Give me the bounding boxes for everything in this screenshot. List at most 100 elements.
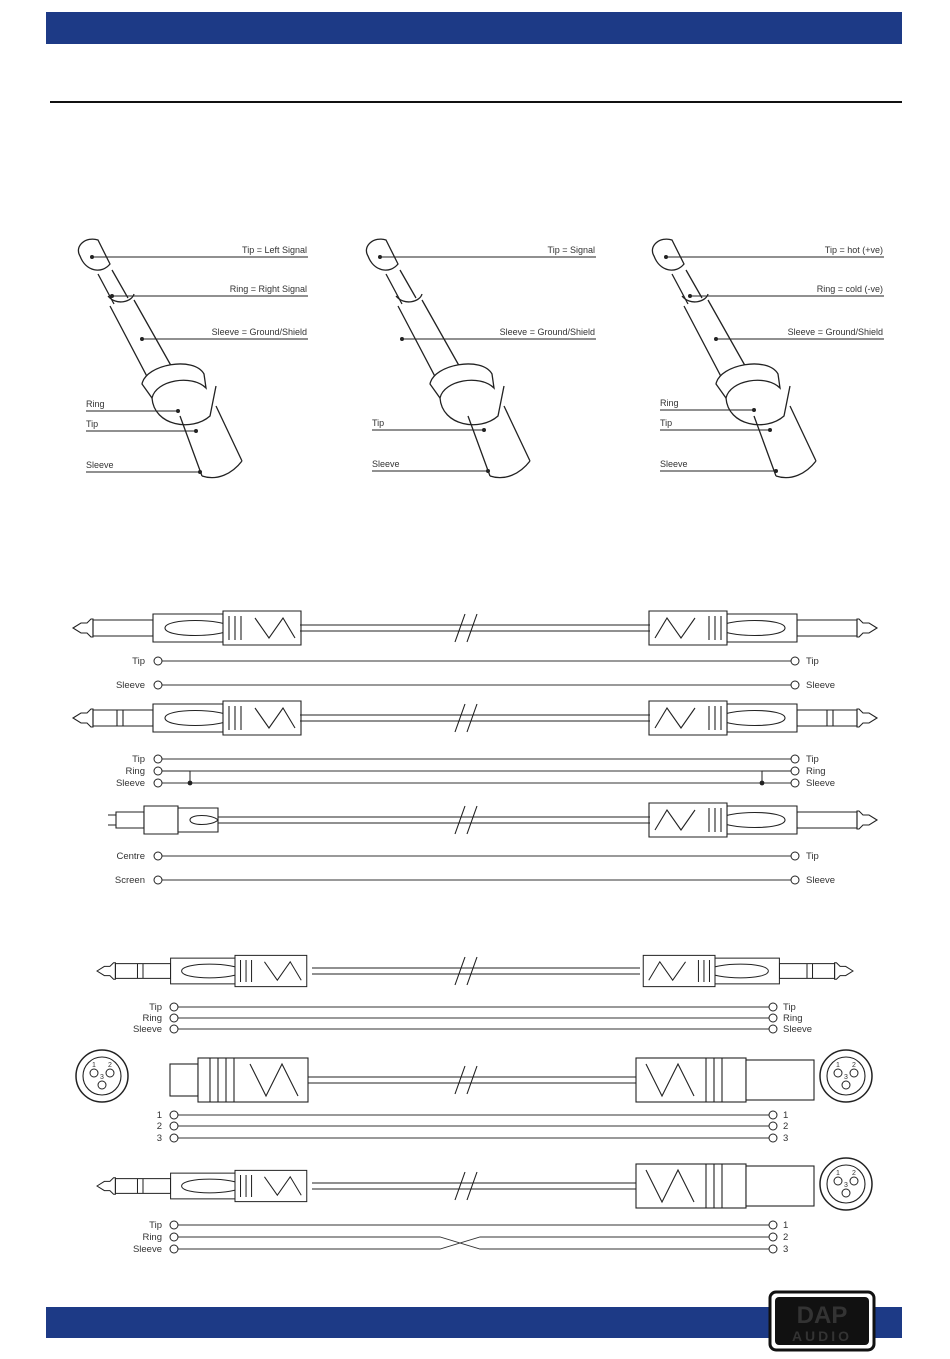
wire-label-right: Tip xyxy=(783,1002,796,1013)
wire-label-right: Tip xyxy=(806,851,819,862)
wire-terminal-left xyxy=(169,1133,179,1143)
wire-label-right: Sleeve xyxy=(806,680,835,691)
wire-label-left: Tip xyxy=(132,754,145,765)
ring-sleeve-bridge-right xyxy=(761,770,791,783)
jack-plug-right xyxy=(648,802,879,838)
jack-illustration-balanced xyxy=(651,238,817,479)
xlr-face-female-pin-1 xyxy=(89,1068,99,1078)
cable-break-mark xyxy=(454,613,478,643)
dap-audio-logo: DAP AUDIO xyxy=(768,1290,876,1352)
xlr-face-male-2-pin-3 xyxy=(841,1188,851,1198)
wire-label-right: 2 xyxy=(783,1232,788,1243)
jack3-ring-label: Ring = cold (-ve) xyxy=(817,284,883,294)
jack-plug-right xyxy=(648,610,879,646)
wire-label-left: Centre xyxy=(116,851,145,862)
wire-terminal-left xyxy=(169,1121,179,1131)
header-bar xyxy=(46,12,902,44)
wire-label-left: Sleeve xyxy=(133,1024,162,1035)
wire-label-left: Sleeve xyxy=(116,680,145,691)
wire-terminal-right xyxy=(768,1232,778,1242)
jack2-tip-label: Tip = Signal xyxy=(548,245,595,255)
wire-terminal-left xyxy=(169,1002,179,1012)
wire-terminal-right xyxy=(790,754,800,764)
wire-terminal-left xyxy=(169,1110,179,1120)
wire-terminal-left xyxy=(169,1232,179,1242)
wire-label-right: Sleeve xyxy=(783,1024,812,1035)
wire-terminal-right xyxy=(790,875,800,885)
logo-line2: AUDIO xyxy=(792,1328,852,1344)
wire-label-right: 3 xyxy=(783,1244,788,1255)
wire-label-right: Sleeve xyxy=(806,778,835,789)
bridge-dot-right xyxy=(759,780,765,786)
wire-label-right: 3 xyxy=(783,1133,788,1144)
xlr-face-male-1-pin-3 xyxy=(841,1080,851,1090)
logo-line1: DAP xyxy=(797,1302,848,1329)
jack3-bottom-ring-label: Ring xyxy=(660,398,679,408)
xlr-face-male-2-inner xyxy=(826,1164,866,1204)
wire-label-right: Tip xyxy=(806,656,819,667)
wire-terminal-left xyxy=(169,1244,179,1254)
xlr-male-connector xyxy=(635,1057,815,1103)
wire-label-right: Sleeve xyxy=(806,875,835,886)
wire-label-right: 1 xyxy=(783,1110,788,1121)
xlr-face-male-1-pin-2 xyxy=(849,1068,859,1078)
jack3-bottom-sleeve-label: Sleeve xyxy=(660,459,688,469)
jack-plug-left xyxy=(71,610,302,646)
wire-label-right: Tip xyxy=(806,754,819,765)
jack3-tip-label: Tip = hot (+ve) xyxy=(825,245,883,255)
cable-break-mark xyxy=(454,703,478,733)
xlr-female-connector xyxy=(169,1057,309,1103)
xlr-face-female-pin-label: 3 xyxy=(100,1074,104,1081)
wire-terminal-left xyxy=(169,1220,179,1230)
xlr-face-male-2 xyxy=(819,1157,873,1211)
wire-label-left: Sleeve xyxy=(133,1244,162,1255)
xlr-face-female xyxy=(75,1049,129,1103)
jack-illustration-stereo xyxy=(77,238,243,479)
xlr-face-female-pin-label: 1 xyxy=(92,1062,96,1069)
wire-terminal-left xyxy=(153,680,163,690)
jack-plug-right xyxy=(642,954,854,988)
jack-plug-right xyxy=(648,700,879,736)
jack3-bottom-tip-label: Tip xyxy=(660,418,672,428)
xlr-face-male-2-pin-label: 2 xyxy=(852,1170,856,1177)
cable-line xyxy=(218,816,650,824)
wire-label-left: Tip xyxy=(149,1002,162,1013)
xlr-face-male-2-pin-label: 3 xyxy=(844,1182,848,1189)
xlr-face-male-2-pin-1 xyxy=(833,1176,843,1186)
wire-terminal-right xyxy=(790,851,800,861)
xlr-face-male-1-pin-1 xyxy=(833,1068,843,1078)
wire-terminal-right xyxy=(790,656,800,666)
wire-label-left: 1 xyxy=(157,1110,162,1121)
wire-terminal-left xyxy=(153,875,163,885)
cable-break-mark xyxy=(454,956,478,986)
wire-label-left: Ring xyxy=(142,1013,162,1024)
jack1-ring-label: Ring = Right Signal xyxy=(230,284,307,294)
jack1-bottom-sleeve-label: Sleeve xyxy=(86,460,114,470)
xlr-face-male-1-pin-label: 3 xyxy=(844,1074,848,1081)
footer-bar xyxy=(46,1307,902,1338)
wire-label-left: Ring xyxy=(125,766,145,777)
wire-terminal-right xyxy=(790,778,800,788)
wire-label-right: 2 xyxy=(783,1121,788,1132)
wire-terminal-left xyxy=(153,766,163,776)
wire xyxy=(178,1236,769,1250)
xlr-face-female-inner xyxy=(82,1056,122,1096)
xlr-face-female-pin-label: 2 xyxy=(108,1062,112,1069)
xlr-face-male-1 xyxy=(819,1049,873,1103)
wire-terminal-left xyxy=(169,1024,179,1034)
wire-label-right: 1 xyxy=(783,1220,788,1231)
wire-label-left: Tip xyxy=(149,1220,162,1231)
jack-plug-left xyxy=(96,1169,308,1203)
wire-label-right: Ring xyxy=(783,1013,803,1024)
cable-line xyxy=(300,714,650,722)
jack-plug-left xyxy=(71,700,302,736)
wire-label-left: Screen xyxy=(115,875,145,886)
wire-terminal-left xyxy=(153,851,163,861)
wire-terminal-right xyxy=(768,1002,778,1012)
wire-label-left: Tip xyxy=(132,656,145,667)
wire-label-left: 2 xyxy=(157,1121,162,1132)
wire-terminal-left xyxy=(153,754,163,764)
xlr-face-female-pin-3 xyxy=(97,1080,107,1090)
wire-label-right: Ring xyxy=(806,766,826,777)
